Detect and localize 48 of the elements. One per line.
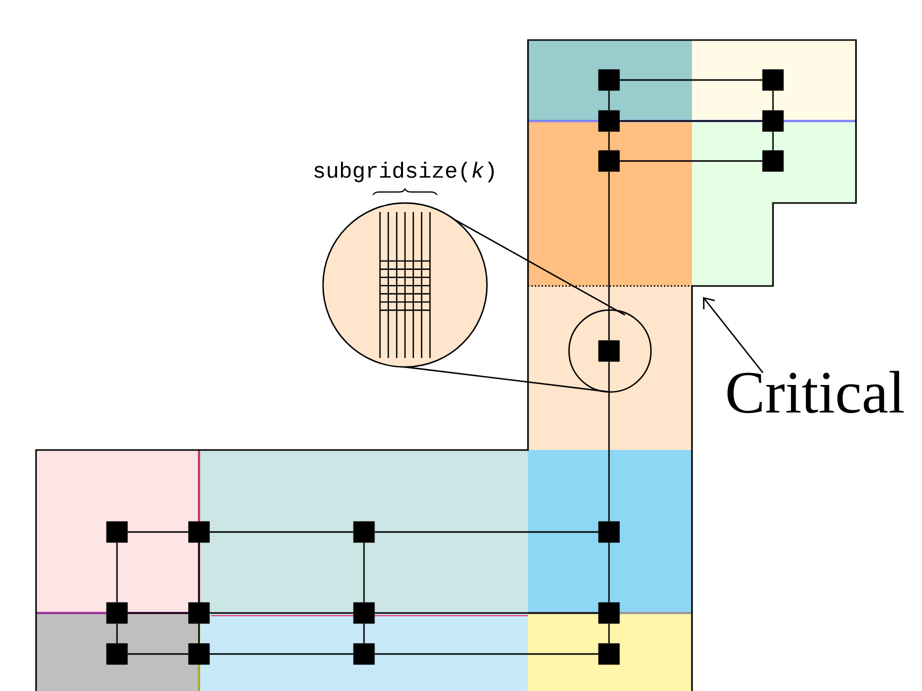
- connector-line: [608, 90, 610, 110]
- connector-line: [608, 624, 610, 644]
- connector-line: [620, 79, 762, 81]
- connector-line: [363, 624, 365, 644]
- connector-line: [210, 531, 354, 533]
- connector-line: [198, 624, 200, 644]
- connector-line: [772, 132, 774, 150]
- grid-point: [762, 69, 784, 91]
- subgrid-label: subgridsize(k): [314, 162, 494, 182]
- grid-point: [762, 150, 784, 172]
- grid-point: [598, 602, 620, 624]
- connector-line: [128, 653, 188, 655]
- critical-label: Critical: [728, 370, 904, 414]
- grid-point: [106, 643, 128, 665]
- connector-line: [116, 542, 118, 602]
- connector-line: [210, 653, 354, 655]
- grid-point: [598, 643, 620, 665]
- connector-line: [116, 624, 118, 644]
- connector-line: [374, 612, 598, 614]
- grid-point: [353, 643, 375, 665]
- grid-point: [106, 602, 128, 624]
- grid-point: [598, 521, 620, 543]
- connector-line: [128, 531, 188, 533]
- connector-line: [608, 362, 610, 522]
- connector-line: [374, 653, 598, 655]
- connector-line: [608, 132, 610, 150]
- connector-line: [608, 172, 610, 340]
- grid-point: [353, 602, 375, 624]
- grid-point: [598, 110, 620, 132]
- connector-line: [620, 120, 762, 122]
- grid-point: [188, 521, 210, 543]
- grid-point: [598, 69, 620, 91]
- grid-point: [598, 340, 620, 362]
- connector-line: [620, 160, 762, 162]
- connector-line: [772, 90, 774, 110]
- grid-point: [762, 110, 784, 132]
- grid-point: [106, 521, 128, 543]
- connector-line: [128, 612, 188, 614]
- connector-line: [374, 531, 598, 533]
- connector-line: [210, 612, 354, 614]
- connector-line: [363, 542, 365, 602]
- grid-point: [188, 643, 210, 665]
- grid-point: [188, 602, 210, 624]
- arrow: [703, 297, 764, 374]
- connector-line: [198, 542, 200, 602]
- connector-line: [608, 542, 610, 602]
- grid-point: [598, 150, 620, 172]
- grid-point: [353, 521, 375, 543]
